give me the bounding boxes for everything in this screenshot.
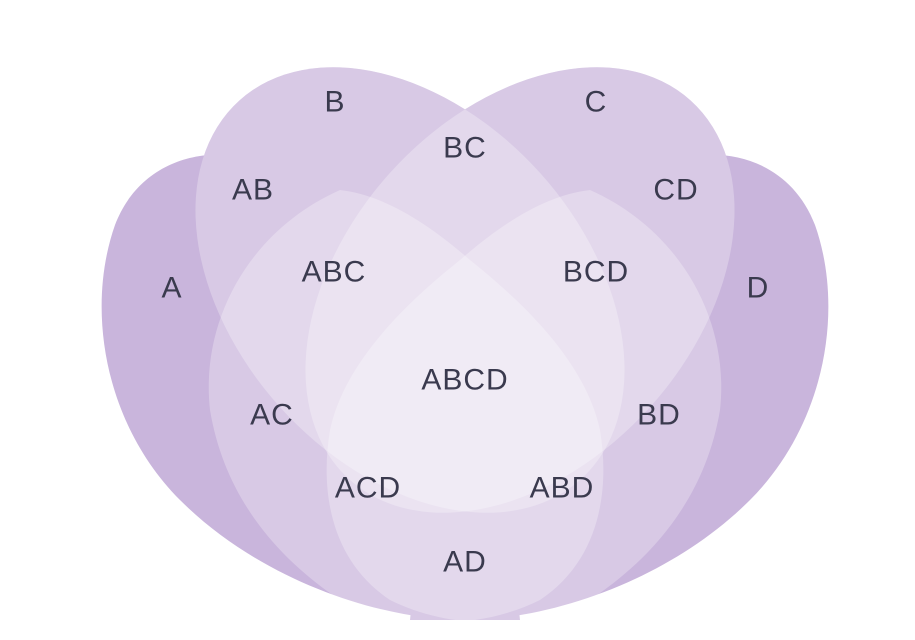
overlap-tints: [195, 67, 735, 623]
label-bcd: BCD: [563, 256, 629, 289]
label-cd: CD: [653, 174, 698, 207]
label-b: B: [324, 86, 345, 119]
label-c: C: [585, 86, 608, 119]
set-c-shape: [305, 67, 735, 513]
region-labels: A B C D BC AB CD ABC BCD ABCD AC BD ACD …: [161, 86, 770, 579]
label-bc: BC: [443, 132, 487, 165]
label-acd: ACD: [335, 472, 401, 505]
label-abcd: ABCD: [421, 364, 508, 397]
tint-c: [305, 67, 735, 513]
label-a: A: [161, 272, 182, 305]
tint-inner-right: [326, 190, 722, 623]
label-bd: BD: [637, 399, 681, 432]
label-abd: ABD: [530, 472, 595, 505]
outer-sets: [101, 67, 829, 620]
label-ac: AC: [250, 399, 294, 432]
label-ad: AD: [443, 546, 487, 579]
tint-b: [195, 67, 625, 513]
label-ab: AB: [232, 174, 274, 207]
tint-inner-left: [208, 190, 604, 623]
label-d: D: [747, 272, 770, 305]
label-abc: ABC: [302, 256, 367, 289]
